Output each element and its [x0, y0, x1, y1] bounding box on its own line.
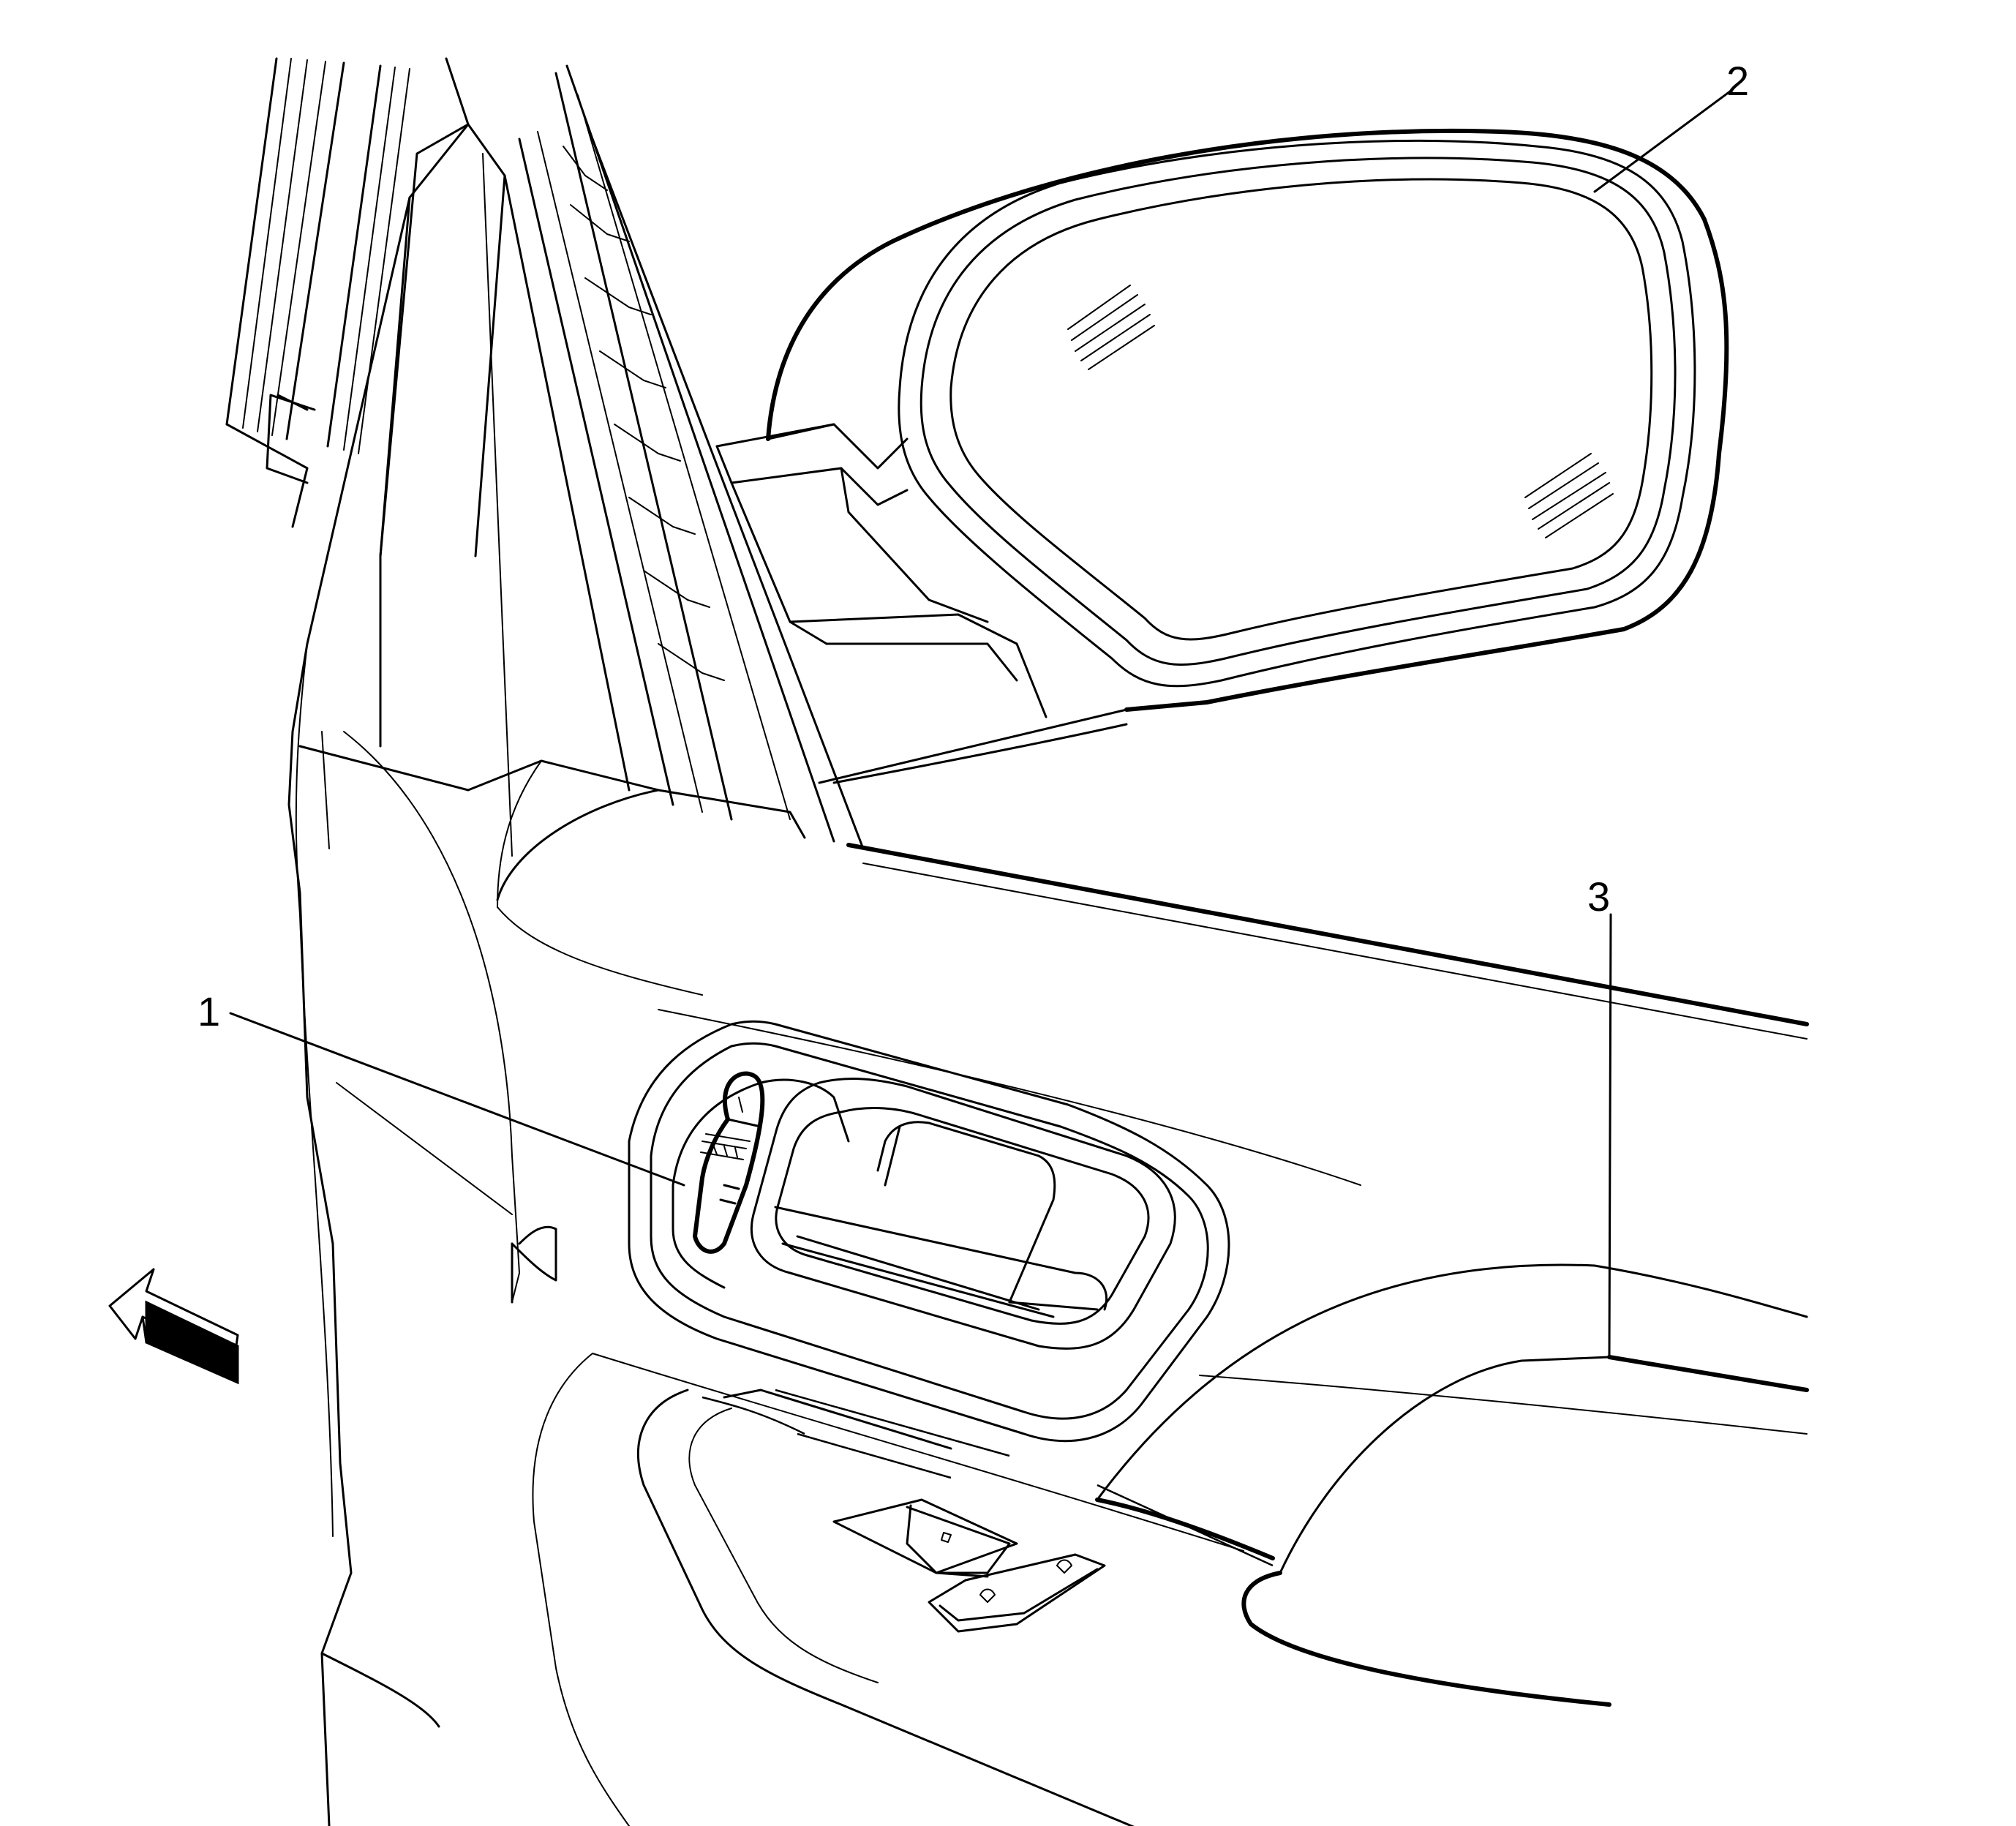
inside-door-handle	[750, 1078, 1176, 1350]
leader-line-3	[1608, 913, 1612, 1359]
window-frame-pillar	[225, 57, 865, 857]
callout-3: 3	[1587, 873, 1610, 920]
pillar-trim	[266, 123, 660, 1826]
leader-line-1	[229, 1012, 685, 1187]
handle-bezel	[628, 1020, 1230, 1443]
callout-2: 2	[1726, 58, 1749, 104]
outside-mirror	[715, 128, 1729, 784]
door-panel-upper	[496, 760, 1809, 1552]
armrest	[532, 1353, 1809, 1826]
leader-lines	[229, 90, 1731, 1359]
leader-line-2	[1593, 90, 1731, 193]
front-direction-arrow-icon	[108, 1268, 239, 1385]
callout-1: 1	[198, 988, 220, 1034]
window-switch-panel	[637, 1389, 1135, 1826]
door-lock-switch	[693, 1071, 765, 1254]
